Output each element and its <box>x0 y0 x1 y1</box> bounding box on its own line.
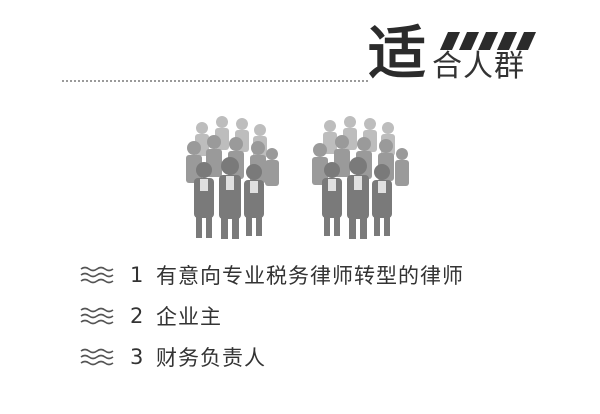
list-item-number: 1 <box>130 263 144 287</box>
crowd-right-icon <box>312 116 409 239</box>
list-item: 2 企业主 <box>80 297 580 335</box>
wave-lines-icon <box>80 266 114 284</box>
list-item-text: 财务负责人 <box>156 346 266 370</box>
header-dotted-rule <box>62 80 368 82</box>
audience-list: 1 有意向专业税务律师转型的律师 2 企业主 3 财务负责人 <box>80 256 580 379</box>
stripes-decoration-icon <box>440 32 536 50</box>
page-title: 合人群 <box>432 49 525 84</box>
title-big-char: 适 <box>368 19 427 87</box>
wave-lines-icon <box>80 348 114 366</box>
crowd-left-icon <box>186 116 279 239</box>
list-item-text: 企业主 <box>156 305 222 329</box>
list-item-number: 2 <box>130 304 144 328</box>
list-item: 3 财务负责人 <box>80 338 580 376</box>
list-item: 1 有意向专业税务律师转型的律师 <box>80 256 580 294</box>
wave-lines-icon <box>80 307 114 325</box>
list-item-number: 3 <box>130 345 144 369</box>
list-item-text: 有意向专业税务律师转型的律师 <box>156 264 464 288</box>
